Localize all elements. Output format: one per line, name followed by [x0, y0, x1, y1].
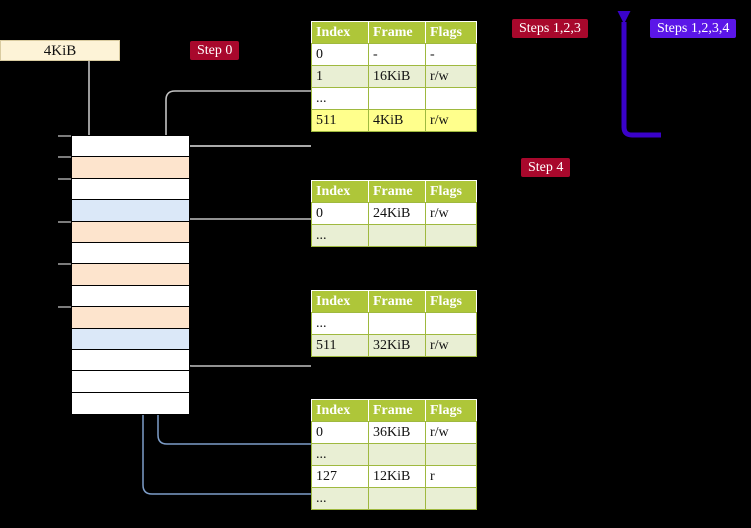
column-header-index: Index	[311, 290, 369, 313]
cell-index: ...	[311, 443, 369, 466]
cell-flags	[425, 312, 477, 335]
column-header-frame: Frame	[368, 180, 426, 203]
memory-tick	[58, 177, 71, 180]
table-row[interactable]: ...	[311, 87, 477, 110]
cell-index: 0	[311, 202, 369, 225]
cell-frame: 32KiB	[368, 334, 426, 357]
memory-frame[interactable]	[72, 221, 189, 243]
table-row[interactable]: ...	[311, 487, 477, 510]
cell-index: 511	[311, 334, 369, 357]
cell-flags: r/w	[425, 65, 477, 88]
cell-flags	[425, 87, 477, 110]
cell-frame	[368, 312, 426, 335]
cell-index: ...	[311, 487, 369, 510]
table-row[interactable]: ...	[311, 224, 477, 247]
column-header-frame: Frame	[368, 21, 426, 44]
cell-frame	[368, 487, 426, 510]
cell-index: 0	[311, 421, 369, 444]
cell-frame: 12KiB	[368, 465, 426, 488]
wire-l1-row0-to-memory	[173, 218, 311, 277]
table-row[interactable]: 0--	[311, 43, 477, 66]
memory-frame[interactable]	[72, 264, 189, 286]
memory-frame[interactable]	[72, 328, 189, 350]
column-header-flags: Flags	[425, 399, 477, 422]
memory-frame[interactable]	[72, 178, 189, 201]
memory-frame[interactable]	[72, 307, 189, 329]
column-header-index: Index	[311, 399, 369, 422]
wire-l0-row511-to-memory	[173, 145, 311, 159]
wire-l2-row511-to-memory	[182, 316, 311, 367]
cell-index: 1	[311, 65, 369, 88]
badge-steps-1234: Steps 1,2,3,4	[650, 19, 737, 38]
cell-frame: -	[368, 43, 426, 66]
badge-step-4: Step 4	[521, 158, 571, 177]
memory-frame[interactable]	[72, 285, 189, 308]
memory-tick	[58, 306, 71, 309]
cell-frame	[368, 443, 426, 466]
cell-flags: r/w	[425, 421, 477, 444]
cell-flags: r/w	[425, 334, 477, 357]
cell-flags	[425, 443, 477, 466]
cell-index: 127	[311, 465, 369, 488]
cell-flags: r/w	[425, 109, 477, 132]
memory-frame[interactable]	[72, 136, 189, 158]
column-header-flags: Flags	[425, 21, 477, 44]
cell-frame	[368, 87, 426, 110]
cell-frame: 36KiB	[368, 421, 426, 444]
cell-flags: r	[425, 465, 477, 488]
cell-index: ...	[311, 224, 369, 247]
page-size-label: 4KiB	[0, 40, 120, 61]
memory-frame[interactable]	[72, 243, 189, 265]
memory-frame[interactable]	[72, 157, 189, 179]
cell-index: 511	[311, 109, 369, 132]
column-header-frame: Frame	[368, 399, 426, 422]
cell-index: 0	[311, 43, 369, 66]
column-header-frame: Frame	[368, 290, 426, 313]
cell-frame: 16KiB	[368, 65, 426, 88]
cell-index: ...	[311, 312, 369, 335]
cell-frame: 24KiB	[368, 202, 426, 225]
memory-tick	[58, 220, 71, 223]
wire-steps-loop	[617, 11, 661, 138]
table-row[interactable]: ...	[311, 312, 477, 335]
badge-step-0: Step 0	[190, 41, 240, 60]
memory-frame[interactable]	[72, 200, 189, 222]
memory-frame[interactable]	[72, 371, 189, 393]
cell-flags	[425, 487, 477, 510]
cell-frame	[368, 224, 426, 247]
table-row[interactable]: ...	[311, 443, 477, 466]
memory-tick	[58, 263, 71, 266]
cell-flags: -	[425, 43, 477, 66]
column-header-index: Index	[311, 180, 369, 203]
cell-frame: 4KiB	[368, 109, 426, 132]
physical-memory-strip	[71, 135, 190, 415]
column-header-flags: Flags	[425, 180, 477, 203]
badge-steps-123: Steps 1,2,3	[512, 19, 588, 38]
memory-tick	[58, 156, 71, 159]
cell-flags: r/w	[425, 202, 477, 225]
memory-tick	[58, 135, 71, 137]
cell-index: ...	[311, 87, 369, 110]
memory-frame[interactable]	[72, 350, 189, 372]
column-header-index: Index	[311, 21, 369, 44]
memory-frame[interactable]	[72, 392, 189, 415]
column-header-flags: Flags	[425, 290, 477, 313]
cell-flags	[425, 224, 477, 247]
